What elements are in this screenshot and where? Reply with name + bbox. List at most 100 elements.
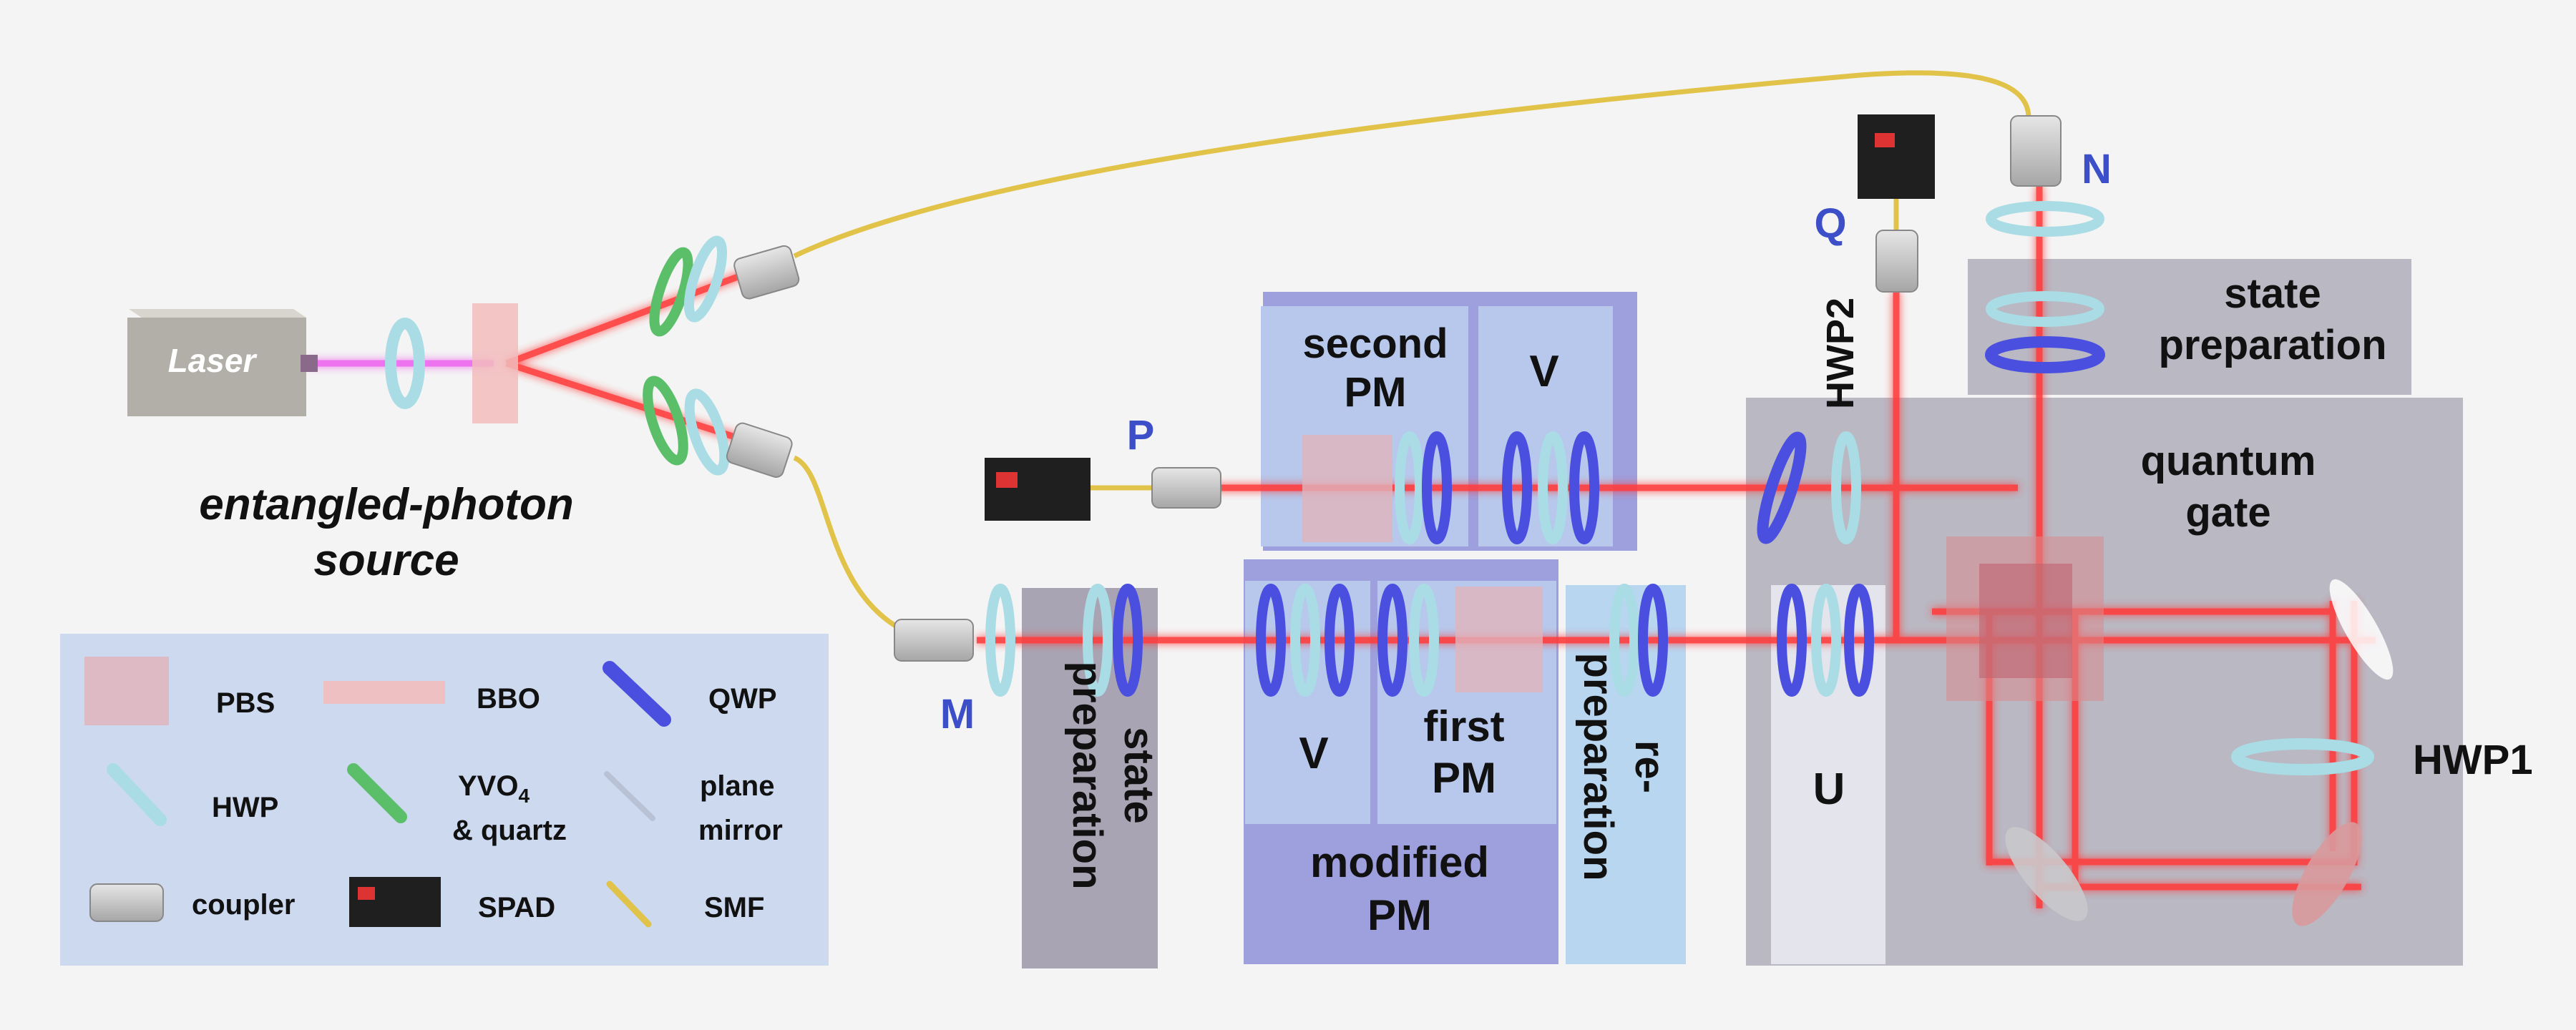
spad-q-display [1875, 133, 1895, 147]
legend-hwp-icon [107, 763, 167, 826]
legend-text: PBS BBO QWP HWP YVO4 & quartz plane mirr… [192, 683, 783, 923]
components [127, 114, 2394, 926]
legend-mirror-icon [604, 771, 655, 821]
hwp1-label: HWP1 [2413, 737, 2533, 783]
u-hwp [1811, 584, 1841, 697]
u-qwp2 [1844, 584, 1874, 697]
coupler-q [1875, 230, 1918, 293]
legend-yvo4-icon [347, 763, 407, 823]
legend-smf-icon [606, 881, 652, 928]
second-pm-label-1: second [1302, 320, 1448, 367]
spad-p [985, 458, 1091, 521]
legend-coupler-label: coupler [192, 889, 295, 921]
re-prep-qwp [1638, 584, 1668, 697]
second-pm-label-2: PM [1345, 369, 1407, 416]
port-q-label: Q [1814, 200, 1846, 247]
second-pm-hwp [1395, 431, 1425, 544]
legend-smf-label: SMF [704, 892, 764, 923]
re-prep-hwp [1609, 584, 1639, 697]
laser-top [129, 309, 306, 318]
legend-qwp-icon [602, 661, 671, 727]
state-prep-left-label-2: preparation [1064, 661, 1111, 889]
upper-hwp [683, 235, 728, 323]
gate-pbs-inner [1979, 564, 2072, 678]
modified-pm-label-1: modified [1310, 838, 1489, 886]
upper-yvo4 [649, 247, 693, 337]
state-prep-right-hwp [1986, 291, 2104, 327]
quantum-gate-label-2: gate [2185, 489, 2270, 536]
legend-yvo4-label-1: YVO4 [458, 770, 530, 807]
u-qwp1 [1777, 584, 1807, 697]
state-prep-right-label-1: state [2224, 270, 2321, 317]
first-pm-label-2: PM [1432, 754, 1496, 802]
gate-mirror-bottom-right [2292, 822, 2362, 926]
first-pm-label-1: first [1423, 702, 1504, 750]
beam-lower-arm [505, 360, 756, 447]
first-pm-hwp [1409, 584, 1439, 697]
port-m-label: M [940, 691, 975, 737]
first-pm-pbs [1455, 587, 1543, 692]
legend-spad-icon [349, 877, 441, 927]
hwp1 [2231, 738, 2374, 775]
v-top-hwp [1538, 431, 1568, 544]
coupler-m [894, 619, 974, 662]
legend-bbo-icon [323, 681, 445, 704]
state-prep-left-qwp [1113, 584, 1143, 697]
second-pm-pbs [1302, 435, 1392, 542]
legend-bbo-label: BBO [477, 683, 540, 715]
gate-mirror-right [2329, 579, 2394, 680]
hwp2 [1831, 431, 1861, 544]
v-bottom-qwp2 [1324, 584, 1355, 697]
v-top-qwp2 [1569, 431, 1599, 544]
legend-spad-display [358, 887, 375, 900]
source-label-line2: source [313, 536, 459, 585]
v-top-qwp1 [1502, 431, 1532, 544]
bbo-crystal [472, 303, 518, 423]
laser-body [127, 318, 306, 416]
legend-qwp-label: QWP [708, 683, 777, 715]
re-prep-label-2: preparation [1575, 652, 1621, 881]
fiber-to-m [793, 455, 903, 632]
n-hwp [1986, 201, 2104, 237]
legend-yvo4-label-2: & quartz [452, 815, 567, 846]
legend-pbs-label: PBS [216, 687, 275, 719]
laser-label: Laser [168, 342, 258, 379]
quantum-gate-label-1: quantum [2141, 438, 2316, 484]
legend-mirror-label-2: mirror [698, 815, 783, 846]
u-label: U [1813, 765, 1845, 814]
v-bottom-hwp [1290, 584, 1320, 697]
port-p-label: P [1127, 412, 1155, 458]
lower-hwp [684, 388, 730, 476]
m-hwp [985, 584, 1015, 697]
legend-icons [84, 657, 671, 928]
v-bottom-label: V [1299, 729, 1328, 778]
hwp2-label: HWP2 [1819, 298, 1862, 409]
lower-yvo4 [643, 376, 688, 466]
fiber-to-n [793, 70, 2031, 259]
v-bottom-qwp1 [1256, 584, 1286, 697]
state-prep-left-hwp [1083, 584, 1113, 697]
source-label-line1: entangled-photon [199, 480, 573, 529]
legend-spad-label: SPAD [478, 892, 555, 923]
lower-coupler [726, 422, 793, 479]
upper-coupler [733, 245, 800, 300]
spad-q [1858, 114, 1935, 199]
spad-p-display [996, 472, 1018, 488]
hwp2-qwp [1757, 431, 1807, 544]
state-prep-right-label-2: preparation [2158, 322, 2386, 368]
legend-coupler-icon [89, 883, 164, 922]
legend-pbs-icon [84, 657, 169, 725]
fibers [793, 70, 2031, 632]
second-pm-qwp [1422, 431, 1452, 544]
coupler-n [2010, 115, 2062, 187]
port-n-label: N [2082, 146, 2112, 192]
pump-hwp [385, 318, 425, 409]
legend-mirror-label-1: plane [700, 770, 774, 802]
legend-hwp-label: HWP [212, 792, 278, 823]
state-prep-right-qwp [1985, 336, 2105, 373]
state-prep-left-label-1: state [1116, 727, 1162, 823]
modified-pm-label-2: PM [1367, 891, 1432, 939]
text-labels: Laser entangled-photon source second PM … [168, 146, 2533, 939]
laser-aperture [301, 355, 318, 372]
